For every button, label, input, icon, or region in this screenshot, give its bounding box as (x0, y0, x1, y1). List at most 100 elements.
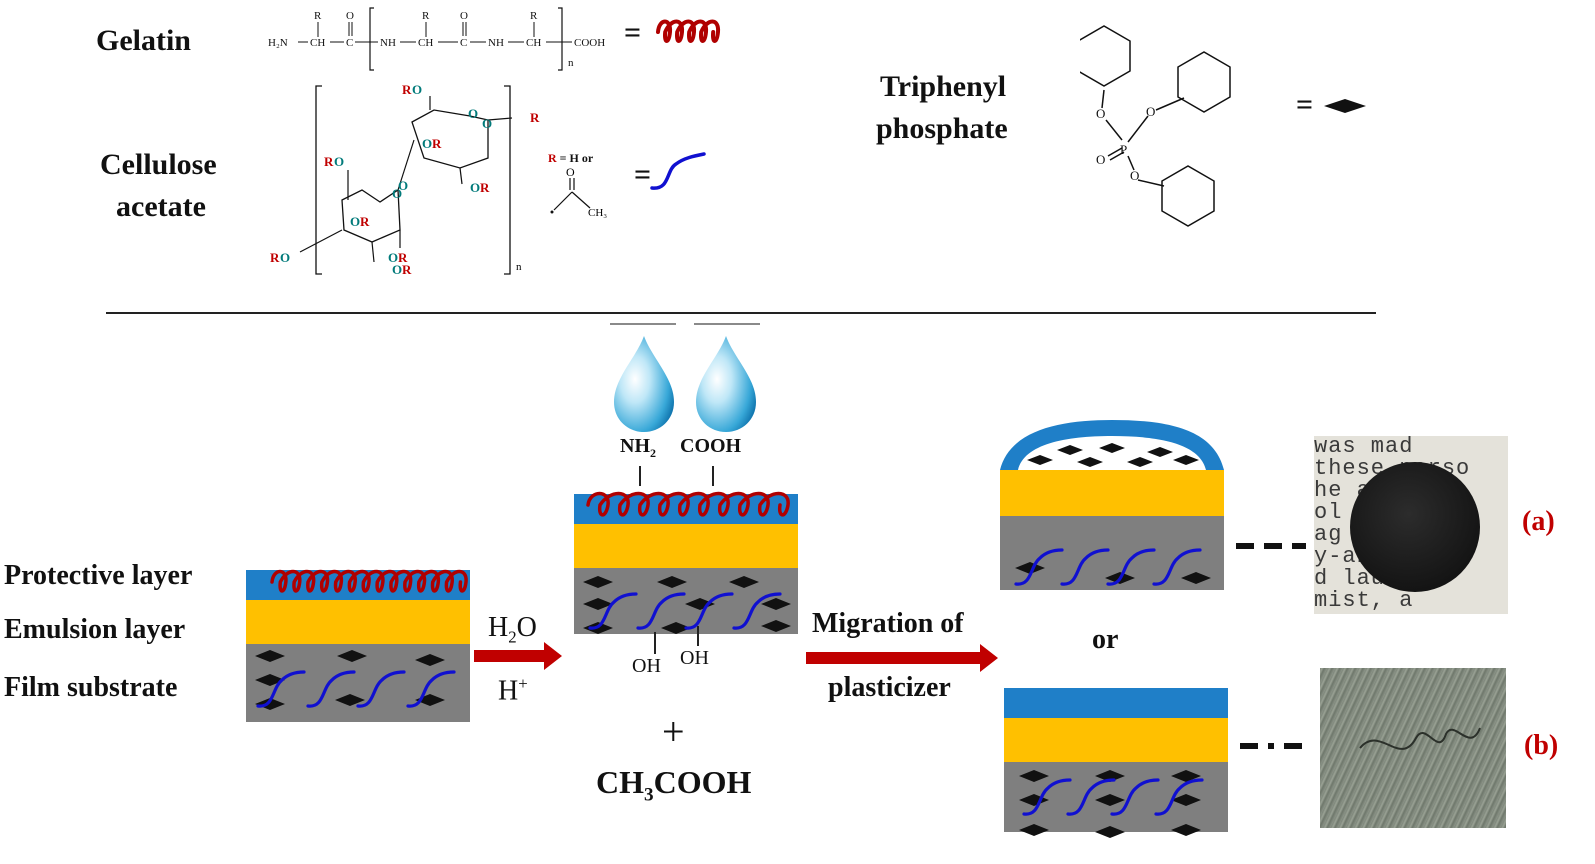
gelatin-formula: H₂N CH R C O NH CH R C O NH CH (268, 7, 605, 71)
emulsion-layer-label: Emulsion layer (4, 614, 186, 645)
formula-o: O (346, 10, 354, 22)
formula-r-3: R (530, 10, 538, 22)
emulsion-layer (574, 524, 798, 568)
ro-bottom-o: O (280, 250, 290, 265)
formula-r: R (314, 10, 322, 22)
cellulose-label-line2: acetate (116, 190, 206, 223)
gelatin-coil-icon (586, 491, 790, 517)
tpp-diamond-icon (729, 576, 759, 588)
oh-bond-1 (654, 632, 656, 654)
tpp-diamond-icon (583, 598, 613, 610)
tpp-diamond-icon (1095, 794, 1125, 806)
or-bottom-o: O (392, 262, 402, 277)
tpp-diamond-icon (337, 650, 367, 662)
cellulose-chain-icon (1152, 548, 1202, 586)
ro-ring1-r: R (324, 154, 334, 169)
plus-sign: + (662, 709, 685, 754)
glycosidic-o: O (398, 178, 408, 193)
tpp-diamond-icon (1095, 770, 1125, 782)
tpp-diamond-icon (661, 622, 691, 634)
tpp-diamond-icon (657, 576, 687, 588)
or-ring2-o: O (422, 136, 432, 151)
tpp-diamond-icon (1147, 447, 1173, 457)
acetic-acid-label: CH3COOH (596, 764, 752, 806)
cellulose-chain-icon (256, 670, 306, 708)
cellulose-n: n (516, 261, 522, 273)
gelatin-label: Gelatin (96, 24, 191, 57)
formula-ch-2: CH (418, 37, 433, 49)
gelatin-equals: = (624, 16, 642, 49)
cellulose-formula: R O O O R O R O R R O O O O R O R R O O … (270, 82, 607, 277)
tpp-p: P (1120, 142, 1127, 157)
tpp-equals: = (1296, 88, 1314, 121)
formula-c: C (346, 37, 353, 49)
tpp-o-3: O (1130, 168, 1139, 183)
outcome-a-label: (a) (1522, 506, 1555, 537)
chain-end-r: R (530, 110, 540, 125)
formula-nh: NH (380, 37, 396, 49)
photo-a-text-line: ol (1314, 500, 1343, 525)
film-stack-outcome-b (1004, 688, 1228, 838)
cellulose-chain-icon (650, 152, 706, 190)
cellulose-chain-icon (636, 592, 686, 630)
cooh-label: COOH (680, 435, 742, 457)
or-ring1b-r: R (398, 250, 408, 265)
tpp-label-line1: Triphenyl (880, 70, 1007, 103)
h-plus-label: H+ (498, 674, 528, 707)
ring2-o: O (468, 106, 478, 121)
or-ring2-r: R (432, 136, 442, 151)
tpp-formula: O P O O O (1080, 25, 1231, 227)
section-divider (106, 312, 1376, 314)
emulsion-layer (246, 600, 470, 644)
formula-nh-2: NH (488, 37, 504, 49)
formula-h2n: H₂N (268, 37, 288, 49)
outcome-b-label: (b) (1524, 730, 1559, 761)
acetyl-o: O (566, 165, 575, 179)
tpp-diamond-icon (1171, 824, 1201, 836)
tpp-diamond-icon (1019, 824, 1049, 836)
formula-n: n (568, 57, 574, 69)
film-substrate (574, 568, 798, 634)
tpp-diamond-icon (255, 650, 285, 662)
cellulose-chain-icon (1106, 548, 1156, 586)
cellulose-label-line1: Cellulose (100, 148, 217, 181)
cellulose-chain-icon (1022, 778, 1072, 816)
photo-a-text-line: was mad (1314, 436, 1414, 459)
photo-a-text-line: mist, a (1314, 588, 1414, 613)
dashed-connectors (1236, 543, 1306, 749)
tpp-diamond-icon (761, 598, 791, 610)
cellulose-chain-icon (1110, 778, 1160, 816)
protective-layer-label: Protective layer (4, 560, 193, 591)
cellulose-chain-icon (1154, 778, 1204, 816)
tpp-diamond-icon (1127, 457, 1153, 467)
tpp-diamond-icon (1095, 826, 1125, 838)
ro-top-r: R (402, 82, 412, 97)
tpp-diamond-icon (1019, 770, 1049, 782)
film-stack-hydrolysed (574, 491, 798, 634)
photo-a-dark-spot (1350, 462, 1480, 592)
protective-layer (1004, 688, 1228, 718)
photo-b-scratch (1359, 727, 1481, 750)
formula-o-2: O (460, 10, 468, 22)
tpp-diamond-icon (415, 654, 445, 666)
cellulose-chain-icon (732, 592, 782, 630)
formula-ch-3: CH (526, 37, 541, 49)
film-stack-outcome-a (1000, 420, 1224, 590)
acetyl-ch3: CH₃ (588, 207, 607, 219)
h2o-label: H2O (488, 612, 537, 647)
formula-ch: CH (310, 37, 325, 49)
gelatin-coil-icon (270, 569, 468, 593)
nh2-bond (639, 466, 641, 486)
or-ring1-o: O (350, 214, 360, 229)
tpp-o-1: O (1096, 106, 1105, 121)
tpp-diamond-icon (1181, 572, 1211, 584)
or-ring1b-o: O (388, 250, 398, 265)
formula-r-2: R (422, 10, 430, 22)
tpp-o-2: O (1146, 104, 1155, 119)
gelatin-coil-icon (656, 19, 721, 43)
cellulose-chain-icon (1066, 778, 1116, 816)
ring1-o: O (392, 186, 402, 201)
r-definition: R = H or (548, 151, 594, 165)
